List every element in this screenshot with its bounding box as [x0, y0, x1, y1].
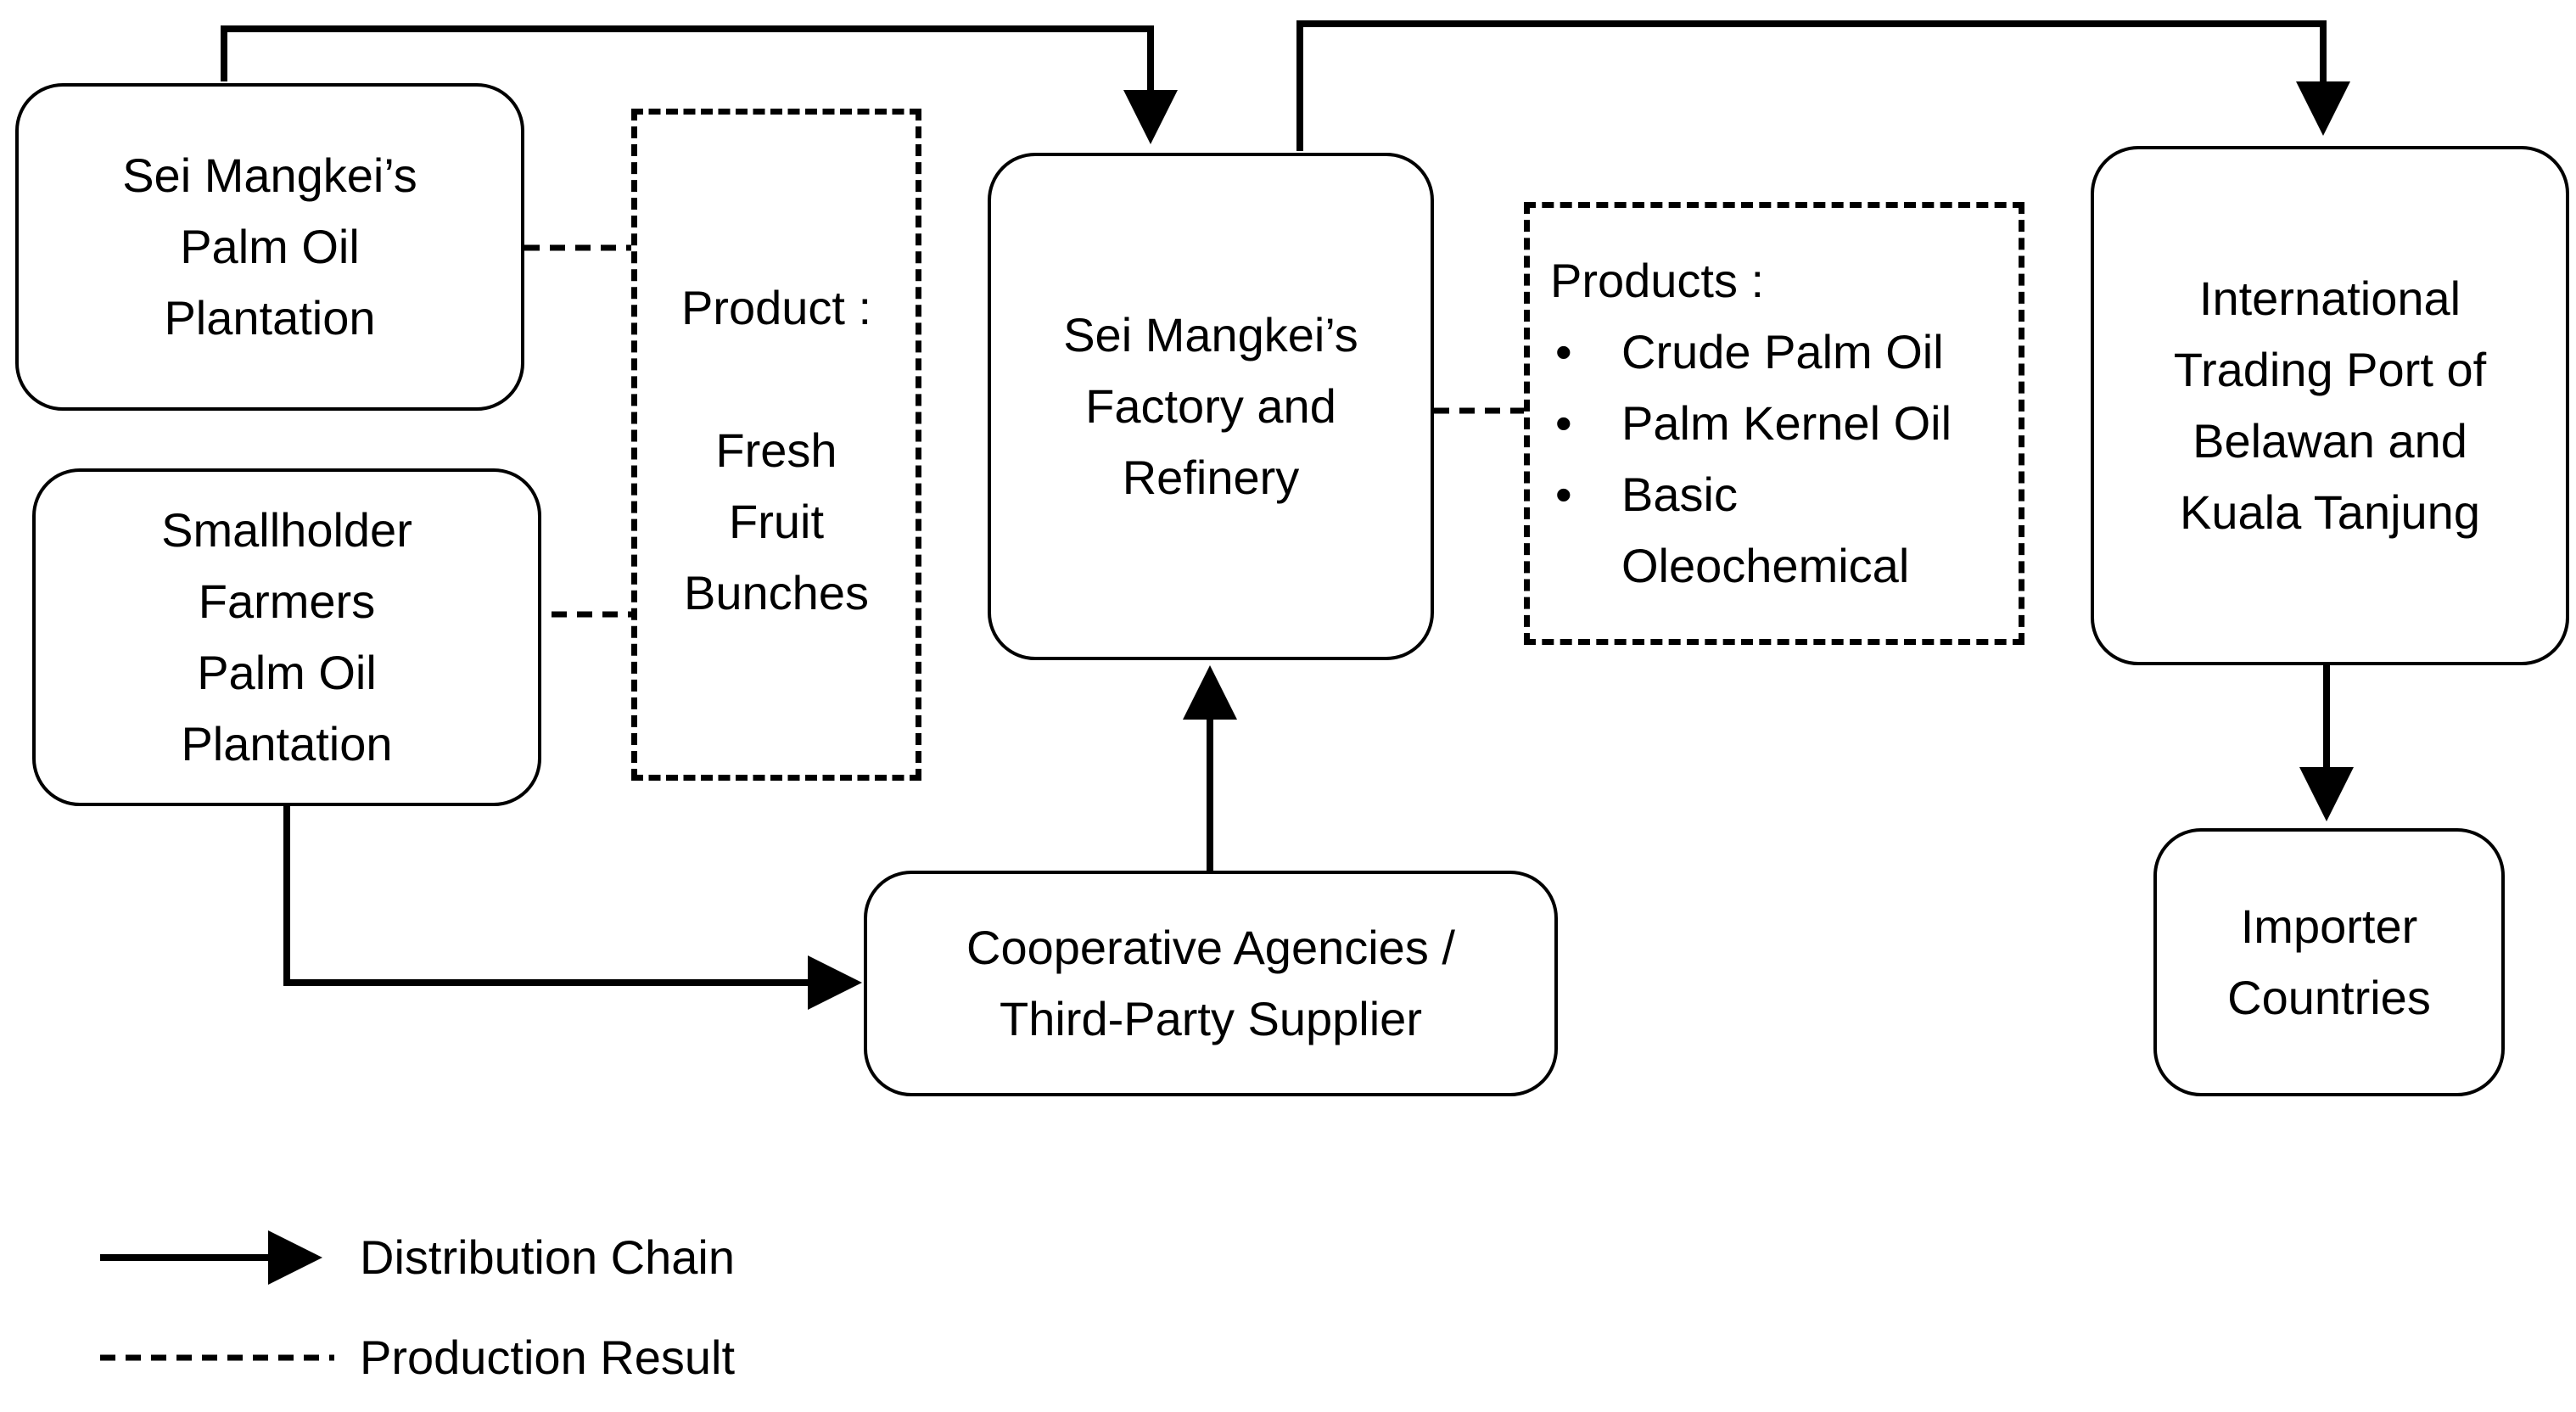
node-ffb-line: Bunches — [684, 566, 869, 619]
node-ffb-line: Fresh — [715, 423, 837, 477]
node-smallholder-line: Smallholder — [161, 503, 412, 557]
node-cooperative-line: Third-Party Supplier — [1000, 992, 1422, 1045]
node-smallholder-line: Farmers — [198, 574, 376, 628]
node-plantation: Sei Mangkei’s Palm Oil Plantation — [15, 83, 524, 411]
node-importer-line: Countries — [2227, 971, 2431, 1024]
node-port-line: Belawan and — [2192, 414, 2467, 468]
legend-solid-label: Distribution Chain — [360, 1230, 735, 1284]
products-title: Products : — [1550, 254, 1765, 307]
bullet-icon: • — [1555, 325, 1572, 378]
bullet-icon: • — [1555, 468, 1572, 521]
node-smallholder-line: Palm Oil — [197, 646, 377, 699]
node-factory-line: Factory and — [1085, 379, 1336, 433]
node-cooperative-line: Cooperative Agencies / — [966, 921, 1455, 974]
products-item-text: Oleochemical — [1621, 539, 1910, 592]
node-importer: Importer Countries — [2153, 828, 2505, 1096]
node-ffb-line: Product : — [680, 281, 872, 334]
products-item-text: Palm Kernel Oil — [1621, 396, 1952, 450]
node-port: International Trading Port of Belawan an… — [2091, 146, 2569, 665]
node-factory: Sei Mangkei’s Factory and Refinery — [988, 153, 1434, 660]
node-fresh-fruit-bunches: Product : Fresh Fruit Bunches — [631, 109, 921, 781]
node-plantation-line: Sei Mangkei’s — [122, 148, 417, 202]
products-list-item: Oleochemical — [1550, 530, 1952, 602]
node-smallholder-line: Plantation — [181, 717, 393, 770]
products-list-item: • Palm Kernel Oil — [1550, 388, 1952, 459]
node-factory-line: Refinery — [1122, 451, 1300, 504]
arrow-factory-to-port — [1296, 20, 2350, 151]
node-port-line: International — [2198, 272, 2461, 325]
node-importer-line: Importer — [2240, 899, 2418, 953]
node-plantation-line: Plantation — [164, 291, 376, 345]
node-products: Products : • Crude Palm Oil • Palm Kernel … — [1524, 202, 2024, 645]
products-item-text: Crude Palm Oil — [1621, 325, 1944, 378]
legend-dashed-label: Production Result — [360, 1331, 736, 1384]
node-ffb-line: Fruit — [729, 495, 824, 548]
arrow-smallholder-to-cooperative — [283, 806, 862, 1010]
products-list-item: • Crude Palm Oil — [1550, 317, 1952, 388]
node-factory-line: Sei Mangkei’s — [1063, 308, 1358, 361]
node-port-line: Kuala Tanjung — [2180, 485, 2480, 539]
node-port-line: Trading Port of — [2173, 343, 2487, 396]
products-list: •Crude Palm Oil •Palm Kernel Oil •Basic … — [1550, 317, 1952, 602]
node-plantation-line: Palm Oil — [180, 220, 360, 273]
node-cooperative: Cooperative Agencies / Third-Party Suppl… — [864, 871, 1558, 1096]
arrow-plantation-to-factory — [221, 25, 1178, 144]
node-smallholder: Smallholder Farmers Palm Oil Plantation — [32, 468, 541, 806]
products-item-text: Basic — [1621, 468, 1738, 521]
products-list-item: • Basic — [1550, 459, 1952, 530]
bullet-icon: • — [1555, 396, 1572, 450]
